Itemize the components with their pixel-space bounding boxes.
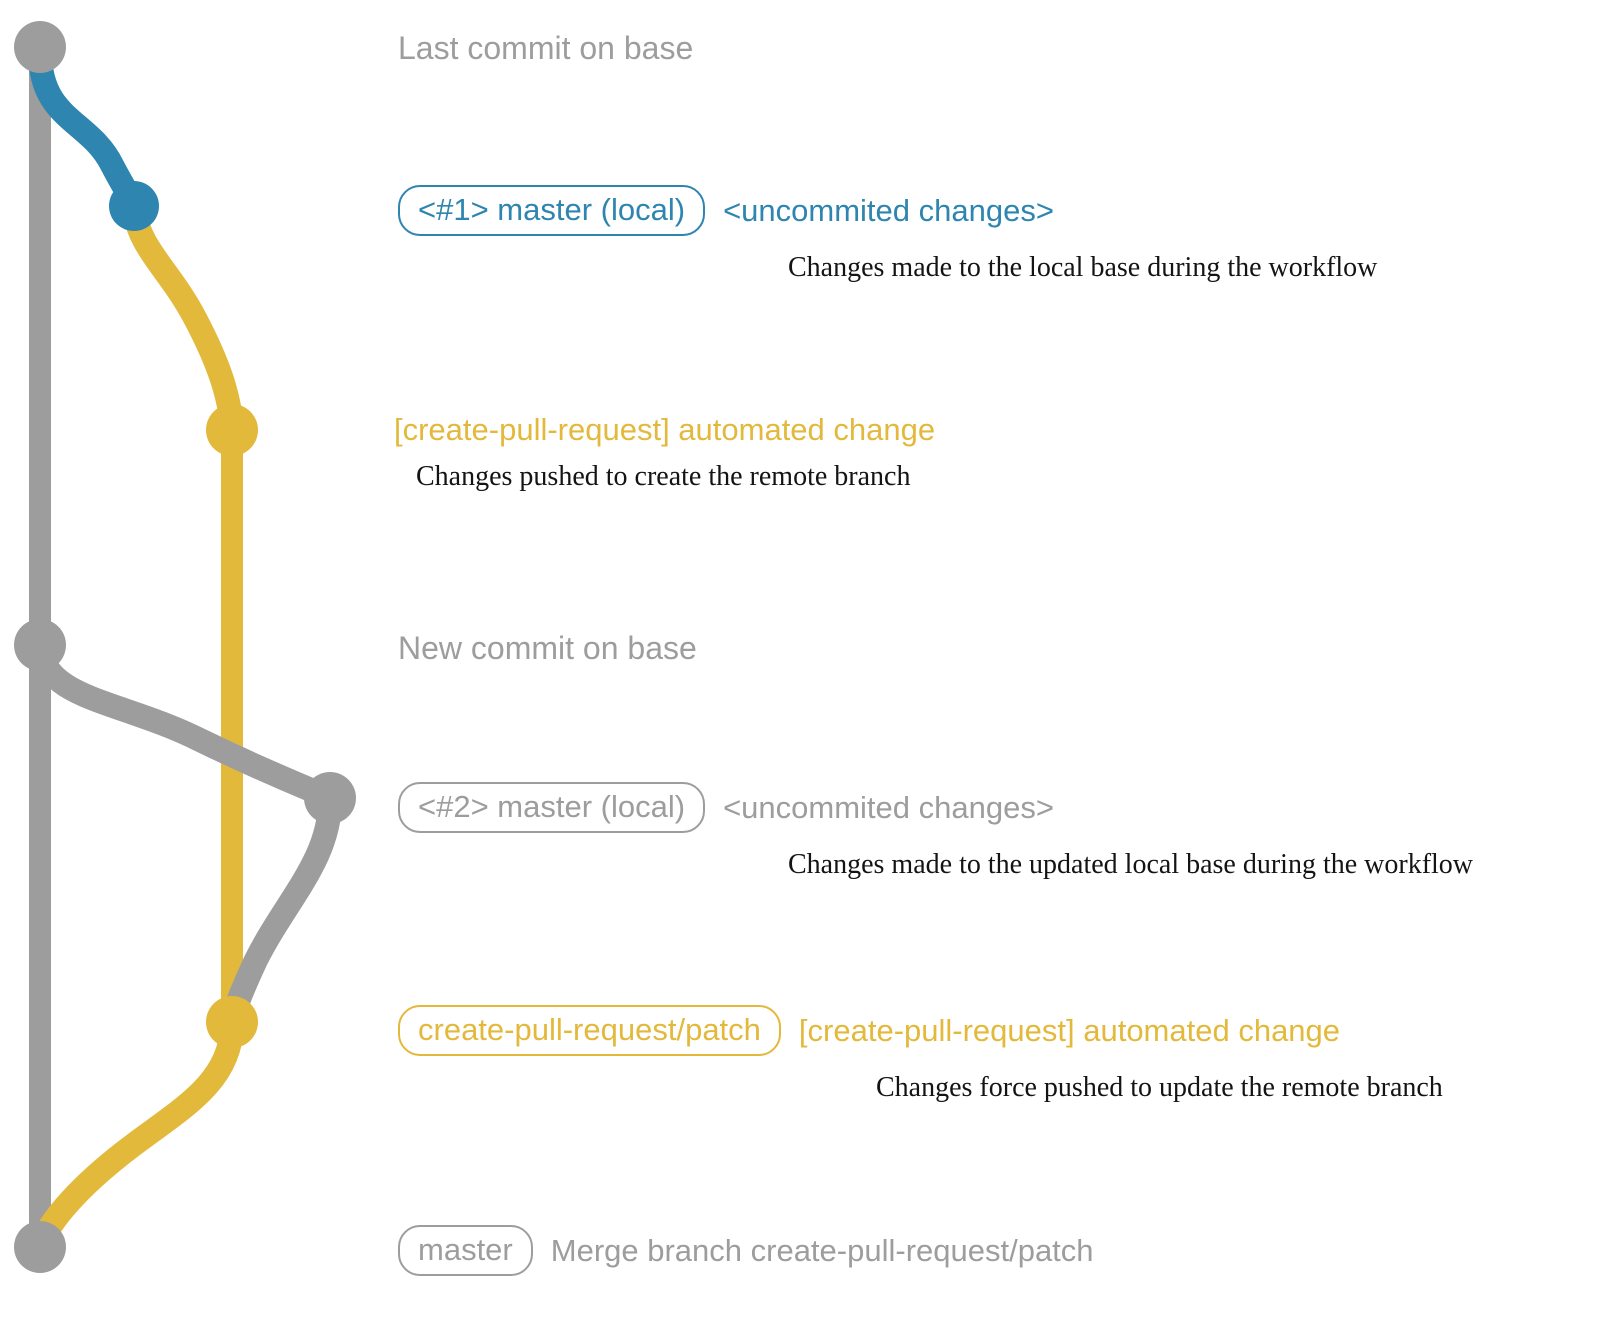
commit-node-base-new[interactable] — [14, 619, 66, 671]
label-automated-change-1: [create-pull-request] automated change — [394, 412, 936, 447]
caption-master-local-1: Changes made to the local base during th… — [788, 252, 1378, 283]
commit-node-remote-1[interactable] — [206, 404, 258, 456]
headline-new-commit-on-base: New commit on base — [398, 630, 697, 666]
caption-master-local-2: Changes made to the updated local base d… — [788, 849, 1474, 880]
label-uncommited-changes-2: <uncommited changes> — [723, 790, 1054, 825]
commit-node-merge[interactable] — [14, 1221, 66, 1273]
commit-node-remote-2[interactable] — [206, 996, 258, 1048]
badge-create-pull-request-patch[interactable]: create-pull-request/patch — [398, 1005, 781, 1056]
edge-base-new-to-local-2 — [28, 633, 342, 810]
badge-master-local-1[interactable]: <#1> master (local) — [398, 185, 706, 236]
commit-node-local-2[interactable] — [304, 772, 356, 824]
row-new-commit-on-base: New commit on base — [398, 632, 697, 664]
row-automated-change-2: create-pull-request/patch [create-pull-r… — [398, 1005, 1443, 1102]
label-uncommited-changes-1: <uncommited changes> — [723, 193, 1054, 228]
row-last-commit-on-base: Last commit on base — [398, 32, 693, 64]
label-automated-change-2: [create-pull-request] automated change — [798, 1013, 1341, 1048]
commit-node-local-1[interactable] — [109, 181, 159, 231]
label-merge-branch: Merge branch create-pull-request/patch — [550, 1233, 1094, 1268]
caption-automated-change-1: Changes pushed to create the remote bran… — [416, 461, 911, 492]
badge-master-local-2[interactable]: <#2> master (local) — [398, 782, 706, 833]
headline-last-commit-on-base: Last commit on base — [398, 30, 694, 66]
row-merge-commit: master Merge branch create-pull-request/… — [398, 1225, 1094, 1276]
caption-automated-change-2: Changes force pushed to update the remot… — [876, 1072, 1443, 1103]
row-master-local-1: <#1> master (local) <uncommited changes>… — [398, 185, 1377, 282]
badge-master[interactable]: master — [398, 1225, 533, 1276]
row-automated-change-1: [create-pull-request] automated change C… — [394, 414, 935, 491]
row-master-local-2: <#2> master (local) <uncommited changes>… — [398, 782, 1473, 879]
commit-node-base-top[interactable] — [14, 21, 66, 73]
edge-remote-2-to-merge — [28, 1014, 244, 1259]
edge-local-1-to-remote-1 — [122, 198, 244, 442]
